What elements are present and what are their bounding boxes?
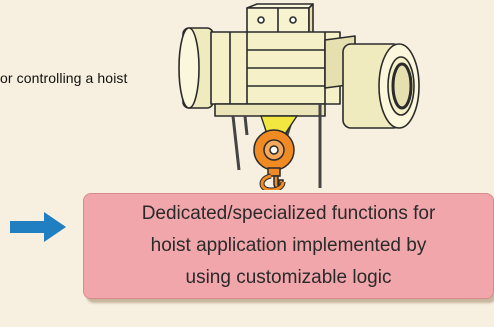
hoist-control-description: or controlling a hoist (0, 70, 128, 86)
functions-callout-box: Dedicated/specialized functions for hois… (83, 193, 494, 299)
right-arrow-icon (10, 212, 66, 242)
electric-hoist-icon (178, 3, 420, 190)
callout-text: Dedicated/specialized functions for hois… (142, 198, 436, 294)
callout-line-1: Dedicated/specialized functions for (141, 203, 436, 224)
callout-line-3: using customizable logic (185, 267, 392, 288)
callout-line-2: hoist application implemented by (150, 235, 427, 256)
